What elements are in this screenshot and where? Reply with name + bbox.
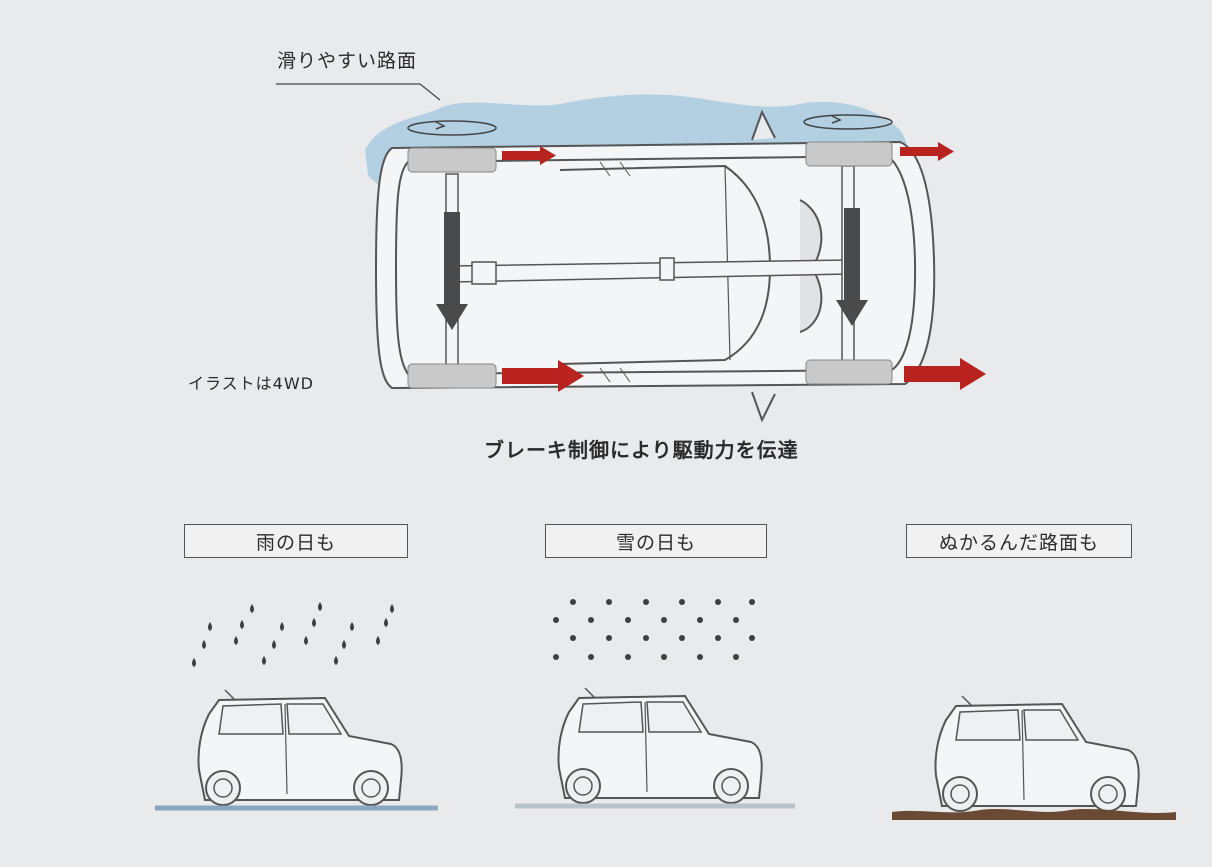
drive-shaft xyxy=(451,257,849,285)
wheel-spin-indicator-rear xyxy=(407,120,497,136)
ground-mud xyxy=(892,809,1176,820)
car-side-rain xyxy=(197,689,403,806)
brake-force-arrows xyxy=(436,208,868,330)
illustration-note: イラストは4WD xyxy=(188,374,315,393)
wheels xyxy=(407,141,893,389)
wheel-spin-indicator-front xyxy=(803,114,893,130)
snowflakes xyxy=(553,599,755,660)
raindrops xyxy=(192,602,394,667)
slippery-surface-label: 滑りやすい路面 xyxy=(277,50,418,72)
car-side-mud xyxy=(934,695,1140,812)
condition-label-mud: ぬかるんだ路面も xyxy=(906,524,1132,558)
diagram-caption: ブレーキ制御により駆動力を伝達 xyxy=(484,438,799,462)
car-side-snow xyxy=(557,687,763,804)
label-leader-line xyxy=(276,83,441,101)
condition-label-rain: 雨の日も xyxy=(184,524,408,558)
drive-force-arrows xyxy=(502,142,986,392)
condition-label-snow: 雪の日も xyxy=(545,524,767,558)
